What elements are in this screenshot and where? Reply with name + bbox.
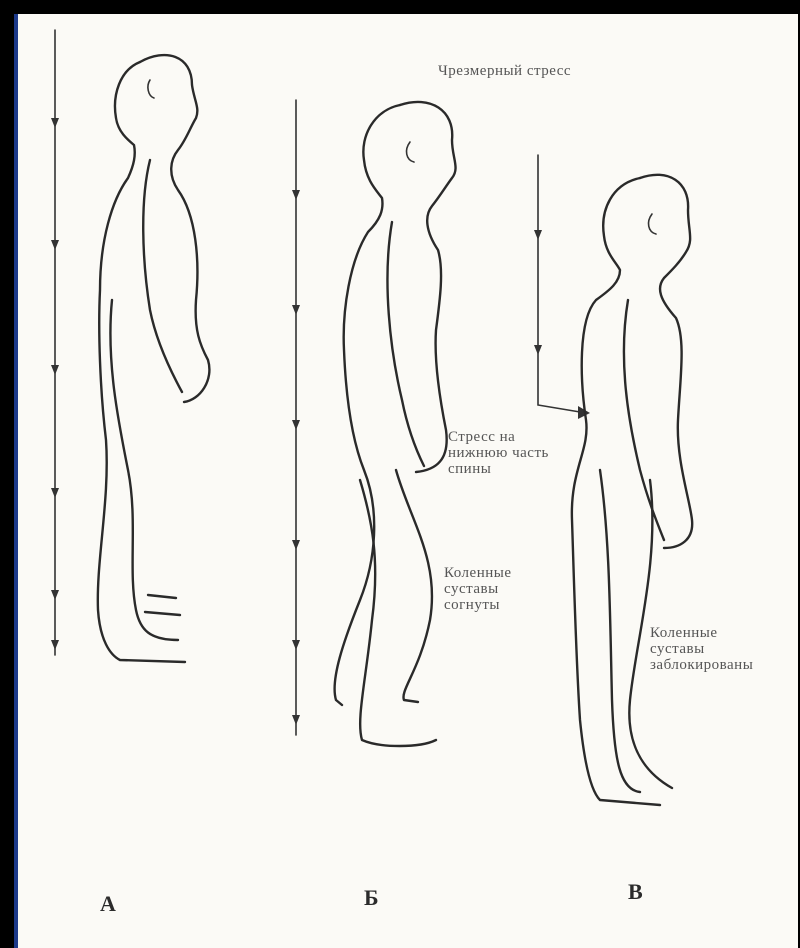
annotation-excessive-stress: Чрезмерный стресс [438, 64, 668, 80]
figure-label-c: В [628, 880, 643, 903]
figure-label-b: Б [364, 886, 379, 909]
figure-a-correct-posture [98, 55, 210, 662]
annotation-lower-back-stress: Стресс на нижнюю часть спины [448, 430, 566, 477]
figure-b-bent-knees [335, 102, 456, 746]
plumb-line-a [51, 30, 59, 655]
annotation-knees-bent: Коленные суставы согнуты [444, 566, 542, 613]
figure-c-locked-knees [572, 175, 692, 805]
figure-label-a: А [100, 892, 116, 915]
annotation-knees-locked: Коленные суставы заблокированы [650, 626, 768, 673]
plumb-line-b [292, 100, 300, 735]
